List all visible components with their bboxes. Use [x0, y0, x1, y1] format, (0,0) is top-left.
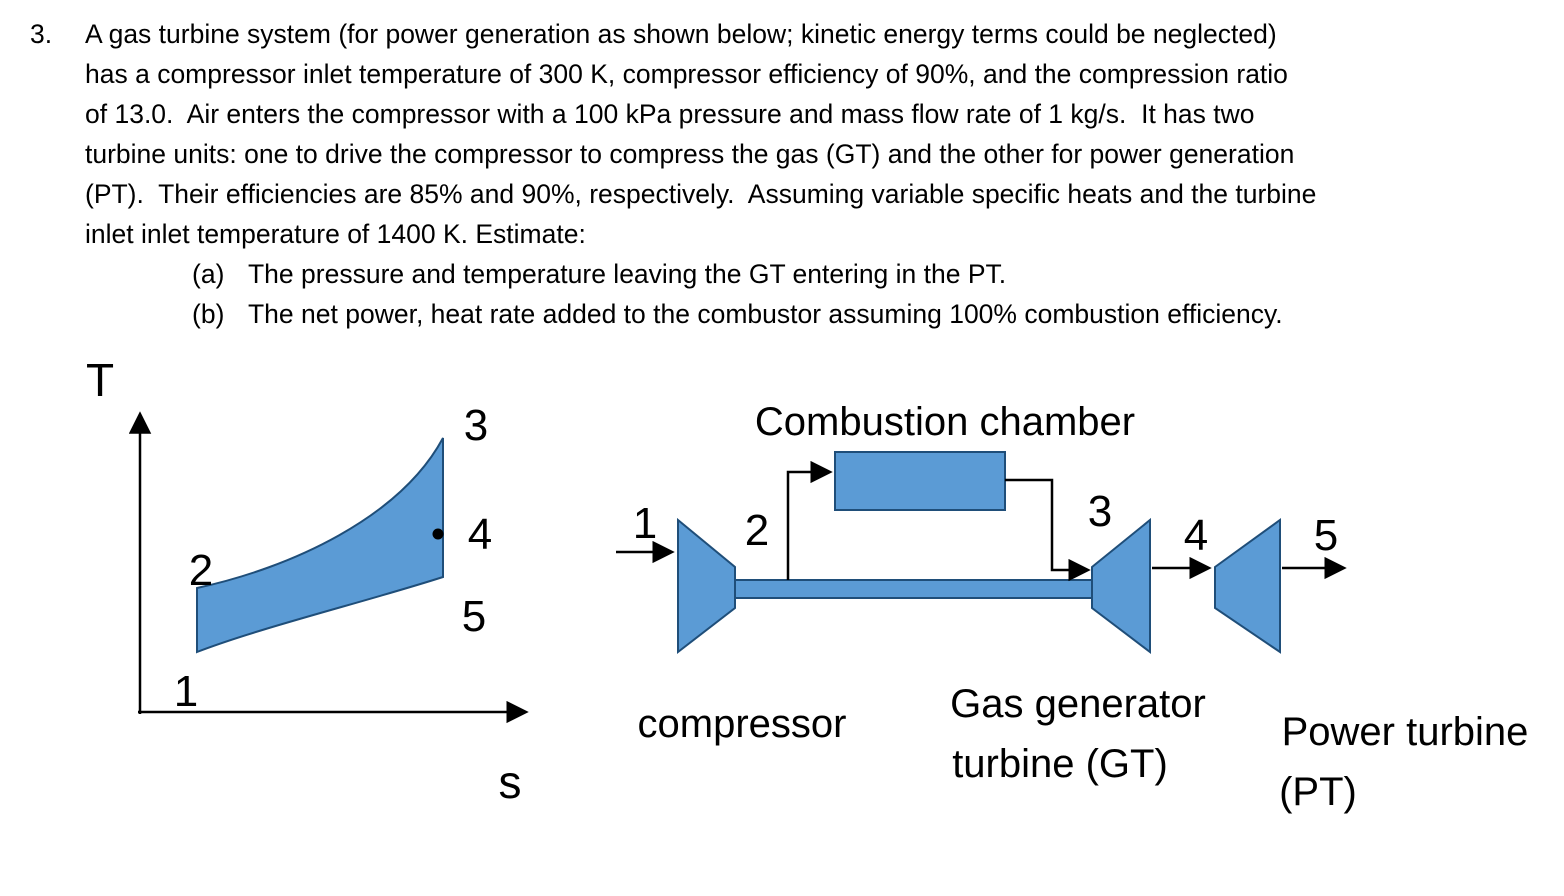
sub-item-b: (b) The net power, heat rate added to th… — [192, 294, 1544, 334]
sub-item-b-text: The net power, heat rate added to the co… — [248, 299, 1283, 329]
problem-statement: 3. A gas turbine system (for power gener… — [0, 0, 1564, 334]
ts-label-1: 1 — [174, 667, 198, 716]
compressor-shape — [677, 517, 736, 655]
sub-item-a: (a) The pressure and temperature leaving… — [192, 254, 1544, 294]
ts-label-5: 5 — [462, 592, 486, 641]
sub-item-a-label: (a) — [192, 259, 225, 289]
body-line-5: (PT). Their efficiencies are 85% and 90%… — [85, 179, 1317, 209]
figure-region: T s 3 4 5 2 1 Combustion chamber 1 — [0, 340, 1564, 880]
body-line-2: has a compressor inlet temperature of 30… — [85, 59, 1288, 89]
ts-diagram: T s 3 4 5 2 1 — [86, 354, 529, 808]
pt-label-line1: Power turbine — [1282, 710, 1529, 754]
gt-label-line1: Gas generator — [950, 682, 1206, 726]
pt-turbine-shape — [1214, 518, 1281, 654]
pt-label-line2: (PT) — [1279, 770, 1357, 814]
pipe-combustor-to-gt — [1005, 478, 1091, 582]
ts-s-axis-label: s — [499, 756, 522, 808]
schematic-state-2: 2 — [745, 506, 769, 555]
combustion-chamber-label: Combustion chamber — [755, 400, 1135, 444]
body-line-4: turbine units: one to drive the compress… — [85, 139, 1295, 169]
problem-number: 3. — [30, 19, 53, 49]
pipe-2-to-combustor — [786, 460, 833, 580]
state4-dot — [432, 528, 444, 540]
body-line-1: A gas turbine system (for power generati… — [85, 19, 1277, 49]
gas-turbine-schematic: Combustion chamber 1 2 3 — [616, 400, 1528, 814]
schematic-state-3: 3 — [1088, 487, 1112, 536]
body-line-3: of 13.0. Air enters the compressor with … — [85, 99, 1255, 129]
ts-label-2: 2 — [189, 546, 213, 595]
figure-svg: T s 3 4 5 2 1 Combustion chamber 1 — [86, 354, 1528, 814]
sub-item-a-text: The pressure and temperature leaving the… — [248, 259, 1007, 289]
shaft — [734, 579, 1093, 599]
gt-label-line2: turbine (GT) — [952, 742, 1168, 786]
problem-body: A gas turbine system (for power generati… — [85, 14, 1544, 334]
combustion-chamber-box — [834, 451, 1006, 511]
ts-label-4: 4 — [468, 510, 492, 559]
schematic-state-5: 5 — [1314, 511, 1338, 560]
gt-turbine-shape — [1091, 517, 1151, 655]
ts-label-3: 3 — [464, 401, 488, 450]
schematic-state-1: 1 — [633, 499, 657, 548]
sub-item-b-label: (b) — [192, 299, 225, 329]
schematic-state-4: 4 — [1184, 511, 1208, 560]
ts-t-axis-label: T — [86, 354, 114, 406]
cycle-area — [196, 437, 444, 654]
compressor-label: compressor — [638, 702, 847, 746]
body-line-6: inlet inlet temperature of 1400 K. Estim… — [85, 219, 586, 249]
